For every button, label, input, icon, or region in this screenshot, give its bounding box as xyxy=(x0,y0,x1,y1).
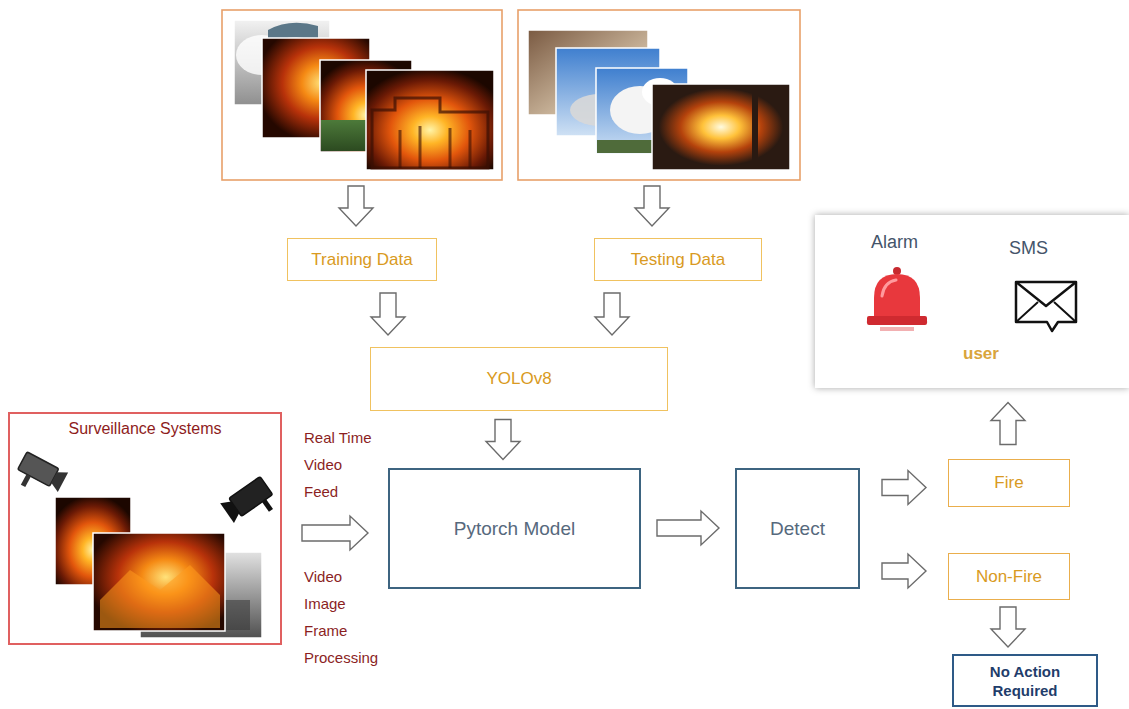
block-arrow xyxy=(595,293,629,335)
block-arrow xyxy=(302,516,368,550)
camera-icon xyxy=(220,476,279,532)
block-arrow xyxy=(486,420,520,460)
bell-knob xyxy=(893,267,901,275)
flames xyxy=(100,565,220,628)
block-arrow xyxy=(882,471,926,505)
post xyxy=(752,86,758,168)
building-outline xyxy=(372,98,488,168)
photo xyxy=(652,84,790,170)
node-text: Training Data xyxy=(311,250,412,270)
node-text: YOLOv8 xyxy=(486,369,551,389)
node-text: SMS xyxy=(1009,237,1048,259)
bell-base xyxy=(867,316,927,325)
outcome-box: No Action Required xyxy=(952,654,1098,707)
block-arrow xyxy=(882,554,926,588)
block-arrow xyxy=(657,511,719,545)
envelope-flap xyxy=(1016,282,1076,306)
bell-shine xyxy=(882,280,896,296)
image-frame xyxy=(222,10,502,180)
camera-lens xyxy=(220,497,242,522)
node-text: Testing Data xyxy=(631,250,726,270)
bell-dome xyxy=(874,274,920,318)
node-text: Detect xyxy=(770,518,825,540)
block-arrow xyxy=(991,607,1025,647)
envelope-fold xyxy=(1016,302,1076,322)
node-text: Non-Fire xyxy=(976,567,1042,587)
node-text: Surveillance Systems xyxy=(69,420,222,438)
image-frame xyxy=(518,10,800,180)
process-box: Detect xyxy=(735,468,860,589)
camera-mount xyxy=(262,499,273,512)
block-arrow xyxy=(371,293,405,335)
data-box: Testing Data xyxy=(594,238,762,281)
camera-icon xyxy=(12,451,68,502)
node-text: user xyxy=(963,343,999,365)
node-text: Alarm xyxy=(871,231,918,253)
camera-lens xyxy=(49,468,68,492)
camera-mount xyxy=(21,474,31,487)
result-box: Fire xyxy=(948,459,1070,507)
data-box: Training Data xyxy=(287,238,437,281)
node-text: Fire xyxy=(994,473,1023,493)
result-box: Non-Fire xyxy=(948,553,1070,600)
flow-label: Real Time Video Feed xyxy=(304,424,379,505)
bell-plate xyxy=(880,327,914,331)
block-arrow xyxy=(991,403,1025,445)
block-arrow xyxy=(635,186,669,226)
node-text: No Action Required xyxy=(975,662,1075,700)
testing-images xyxy=(518,10,800,180)
surveillance-illustration xyxy=(12,451,280,638)
flow-label: Video Image Frame Processing xyxy=(304,563,379,671)
sms-envelope-icon xyxy=(1016,282,1076,331)
node-text: Pytorch Model xyxy=(454,518,575,540)
block-arrow xyxy=(339,186,373,226)
process-box: Pytorch Model xyxy=(388,468,641,589)
photo xyxy=(93,533,225,631)
alert-panel: Alarm SMS user xyxy=(815,215,1129,388)
surveillance-box: Surveillance Systems xyxy=(8,412,282,645)
model-box: YOLOv8 xyxy=(370,347,668,411)
alarm-bell-icon xyxy=(866,267,928,331)
building-beams xyxy=(400,126,470,168)
training-images xyxy=(222,10,502,180)
envelope-body xyxy=(1016,282,1076,331)
photo xyxy=(366,70,494,170)
